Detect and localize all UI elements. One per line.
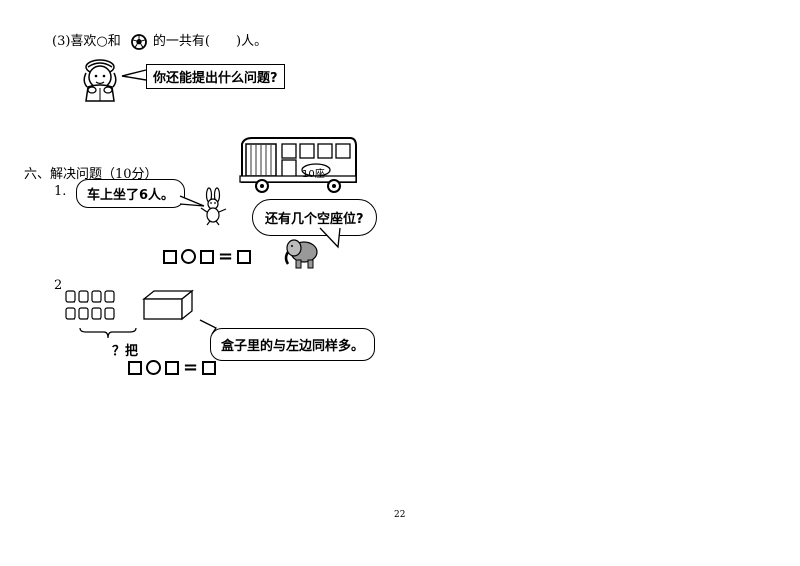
- equation-2: =: [128, 356, 217, 378]
- brace-label: ？把: [112, 344, 139, 359]
- seated-bubble: 车上坐了6人。: [76, 179, 186, 208]
- answer-box-icon: [165, 360, 179, 375]
- brace-icon: [79, 327, 137, 339]
- box-illustration: [142, 289, 194, 321]
- soccer-ball-icon: [131, 33, 147, 50]
- answer-box-icon: [237, 249, 252, 264]
- page-number: 22: [394, 510, 406, 520]
- q3-prefix: (3)喜欢: [52, 34, 97, 49]
- chairs-illustration: [65, 290, 115, 320]
- girl-illustration: [83, 59, 117, 102]
- equals-sign: =: [183, 356, 199, 378]
- empty-seats-bubble: 还有几个空座位?: [252, 199, 377, 236]
- girl-bubble-pointer: [121, 69, 147, 81]
- bus-illustration: [239, 137, 357, 193]
- elephant-illustration: [284, 239, 318, 269]
- seated-bubble-tail: [179, 195, 205, 207]
- equals-sign: =: [218, 245, 234, 267]
- bus-seat-label: 10座: [302, 169, 325, 180]
- q3-conj: 和: [107, 34, 121, 49]
- operator-circle-icon: [146, 360, 161, 375]
- answer-box-icon: [163, 249, 177, 264]
- girl-question-box: 你还能提出什么问题?: [146, 64, 285, 89]
- answer-box-icon: [128, 360, 142, 375]
- q3-circle-symbol: ○: [96, 34, 108, 49]
- answer-box-icon: [200, 249, 214, 264]
- box-bubble: 盒子里的与左边同样多。: [210, 328, 376, 361]
- equation-1: =: [163, 245, 252, 267]
- q3-line: (3)喜欢○和 的一共有( )人。: [52, 30, 267, 50]
- rabbit-illustration: [200, 187, 227, 226]
- problem1-number: 1.: [54, 184, 67, 199]
- operator-circle-icon: [181, 249, 196, 264]
- section6-title: 六、解决问题（10分）: [24, 167, 158, 182]
- empty-seats-bubble-tail: [319, 227, 341, 249]
- q3-suffix: 的一共有( )人。: [152, 34, 268, 49]
- answer-box-icon: [202, 360, 217, 375]
- problem2-number: 2: [54, 278, 63, 293]
